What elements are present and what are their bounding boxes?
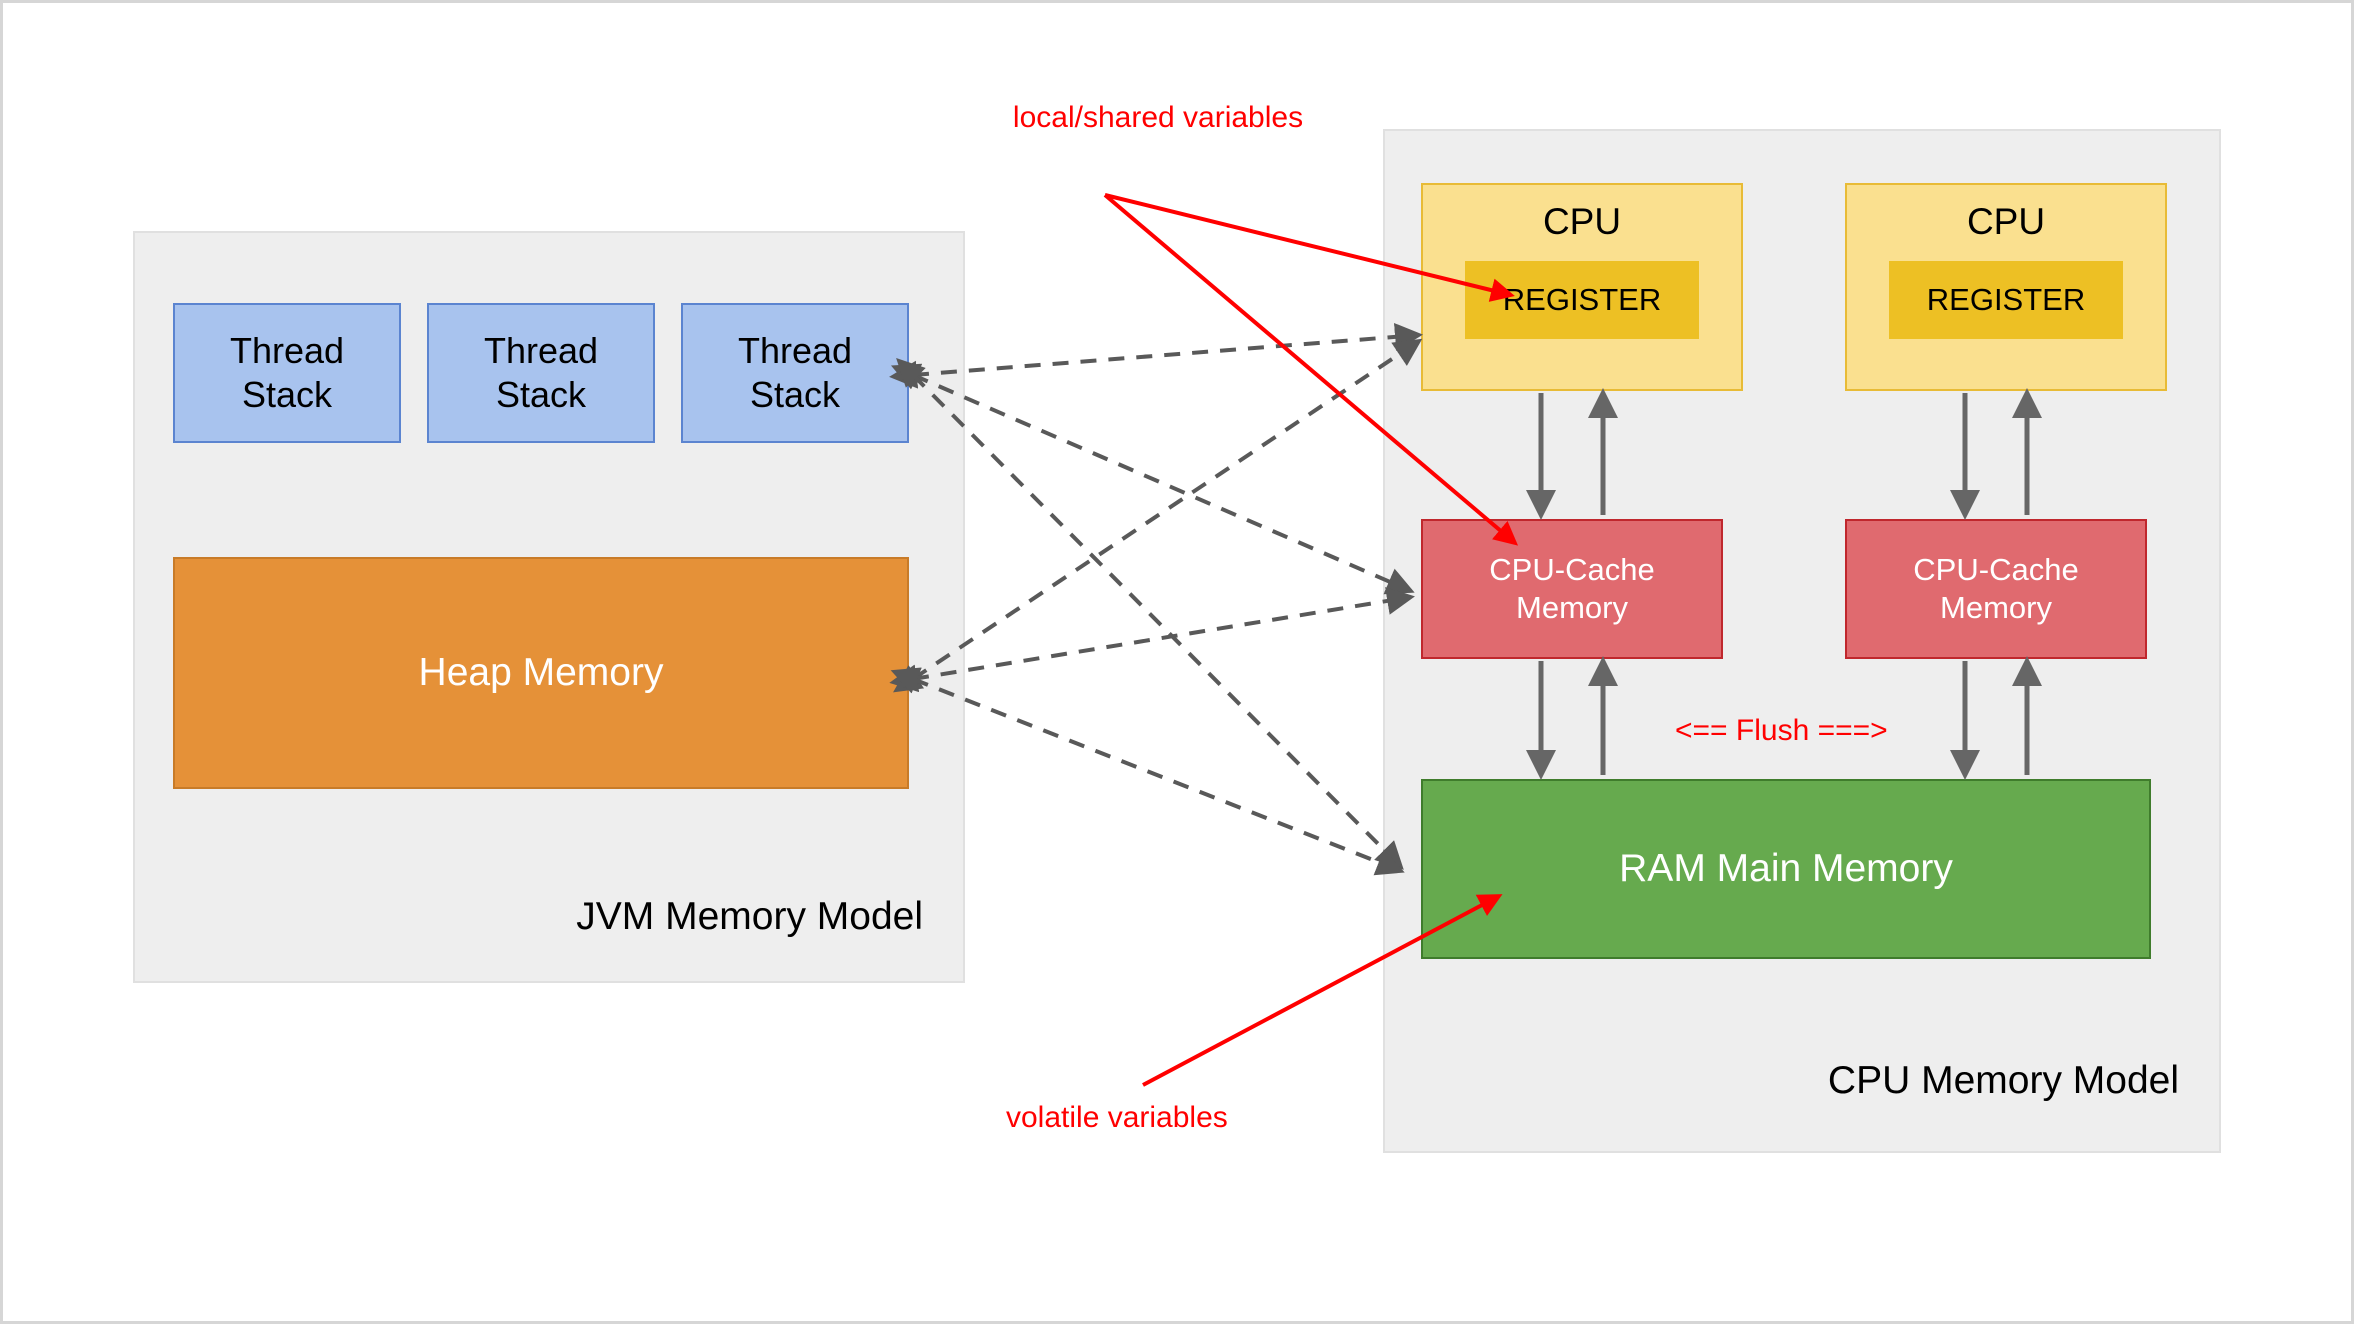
heap-memory-box[interactable]: Heap Memory (173, 557, 909, 789)
register-box-1[interactable]: REGISTER (1465, 261, 1699, 339)
cpu-label-2: CPU (1966, 201, 2046, 242)
register-box-2[interactable]: REGISTER (1889, 261, 2123, 339)
ram-main-memory-box[interactable]: RAM Main Memory (1421, 779, 2151, 959)
local-shared-variables-annotation: local/shared variables (1012, 101, 1304, 134)
flush-annotation: <== Flush ===> (1675, 714, 1888, 747)
cpu-label-1: CPU (1542, 201, 1622, 242)
register-label-2: REGISTER (1926, 282, 2086, 318)
edge-heap-cache (889, 587, 1415, 693)
edge-heap-ram (890, 667, 1405, 876)
ram-main-memory-label: RAM Main Memory (1619, 847, 1953, 891)
register-label-1: REGISTER (1502, 282, 1662, 318)
edge-heap-register (893, 338, 1423, 693)
heap-memory-label: Heap Memory (418, 651, 664, 695)
jvm-panel-title: JVM Memory Model (576, 895, 923, 938)
cpu-box-2[interactable]: CPU REGISTER (1845, 183, 2167, 391)
edge-threadstack-cache (890, 363, 1415, 595)
edge-threadstack-ram (896, 357, 1404, 870)
edge-threadstack-register (889, 322, 1423, 389)
volatile-variables-annotation: volatile variables (1006, 1101, 1228, 1134)
cpu-panel-title: CPU Memory Model (1827, 1059, 2179, 1102)
cpu-box-1[interactable]: CPU REGISTER (1421, 183, 1743, 391)
